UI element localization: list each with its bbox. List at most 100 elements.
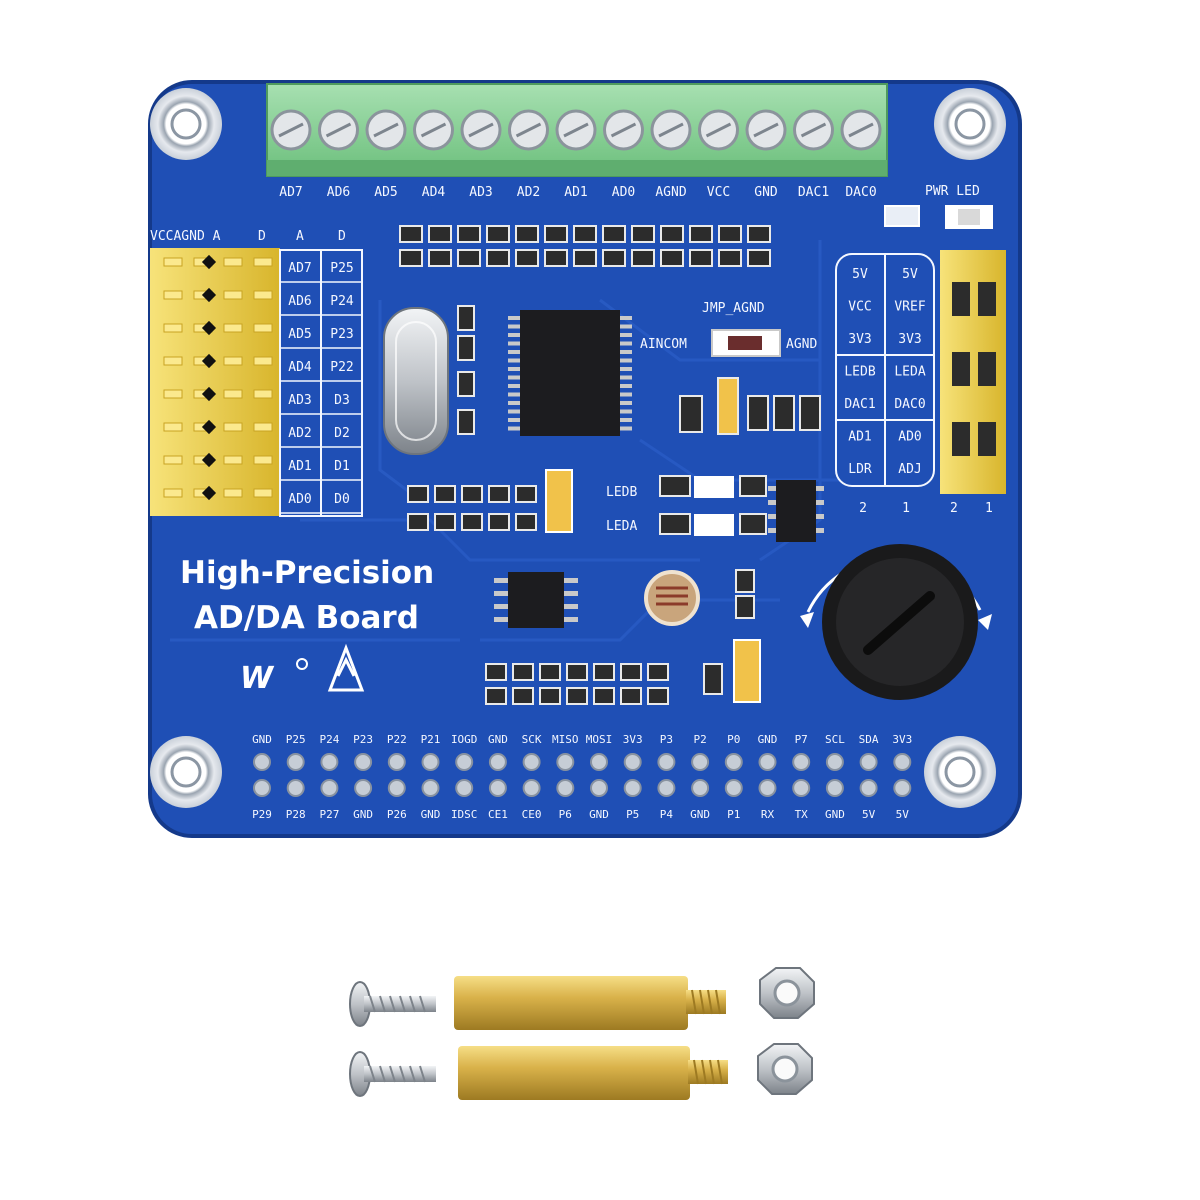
jmp-agnd: JMP_AGND AINCOM AGND: [640, 301, 817, 357]
gpio-bottom-label: P27: [319, 808, 339, 821]
terminal-label: AD4: [422, 185, 446, 200]
board-title: High-Precision AD/DA Board W: [180, 555, 434, 696]
smd-components-left: [457, 305, 475, 435]
left-label-d: D3: [334, 393, 350, 408]
gpio-bottom-label: P5: [626, 808, 639, 821]
terminal-label: VCC: [707, 185, 730, 200]
right-jumper-col-1: 1: [985, 501, 993, 516]
resistor-row-mid: [407, 485, 537, 531]
left-label-a: AD4: [288, 360, 312, 375]
gpio-bottom-label: RX: [761, 808, 775, 821]
gpio-bottom-label: P1: [727, 808, 740, 821]
terminal-label: AD3: [469, 185, 492, 200]
tantalum-cap: [545, 469, 573, 533]
terminal-label: GND: [754, 185, 778, 200]
left-label-d: D0: [334, 492, 350, 507]
accessories: [349, 967, 815, 1100]
gpio-bottom-label: GND: [825, 808, 845, 821]
left-header-col-2: A: [296, 229, 304, 244]
gpio-bottom-label: P6: [559, 808, 572, 821]
right-table-cell: LEDB: [844, 365, 875, 380]
gpio-bottom-label: P28: [286, 808, 306, 821]
gpio-top-label: P2: [693, 733, 706, 746]
gpio-bottom-label: CE1: [488, 808, 508, 821]
right-jumper-col-2: 2: [950, 501, 958, 516]
right-table-cell: AD0: [898, 430, 921, 445]
gpio-bottom-label: GND: [589, 808, 609, 821]
right-table-cell: 5V: [902, 267, 918, 282]
left-label-d: P23: [330, 327, 353, 342]
opamp-chip: [494, 572, 578, 628]
gpio-bottom-label: P4: [660, 808, 674, 821]
gpio-top-label: P25: [286, 733, 306, 746]
gpio-bottom-label: 5V: [862, 808, 876, 821]
left-label-d: P22: [330, 360, 353, 375]
screw-2: [349, 1051, 436, 1097]
potentiometer: [800, 544, 992, 700]
aincom-label: AINCOM: [640, 337, 687, 352]
raspberry-logo-icon: [327, 643, 365, 692]
gpio-top-label: SCK: [522, 733, 542, 746]
right-jumpers: 2 1: [940, 250, 1006, 516]
nut-2: [757, 1043, 813, 1095]
dac-chip: [768, 480, 824, 542]
gpio-bottom-label: IDSC: [451, 808, 478, 821]
right-table-cell: DAC0: [894, 397, 925, 412]
resistor-row-top: [399, 225, 771, 267]
gpio-top-label: P0: [727, 733, 740, 746]
terminal-label: AGND: [655, 185, 686, 200]
right-table-cell: DAC1: [844, 397, 875, 412]
gpio-top-label: P22: [387, 733, 407, 746]
left-label-a: AD6: [288, 294, 311, 309]
agnd-label: AGND: [786, 337, 817, 352]
pcb-board: [148, 80, 1022, 838]
screw-1: [349, 981, 436, 1027]
jmp-agnd-label: JMP_AGND: [702, 301, 765, 316]
right-table-col: 1: [902, 501, 910, 516]
gpio-top-label: MOSI: [586, 733, 613, 746]
pwr-led-label: PWR LED: [925, 184, 980, 199]
gpio-top-label: P3: [660, 733, 673, 746]
right-table-cell: ADJ: [898, 462, 921, 477]
board-title-line1: High-Precision: [180, 555, 434, 591]
gpio-bottom-label: P26: [387, 808, 407, 821]
smd-components-mid: [679, 377, 821, 435]
left-label-a: AD0: [288, 492, 311, 507]
terminal-label: AD5: [374, 185, 397, 200]
nut-1: [759, 967, 815, 1019]
left-label-a: AD2: [288, 426, 311, 441]
right-table-cell: VREF: [894, 300, 925, 315]
left-header-top-label: VCCAGND A: [150, 229, 221, 244]
gpio-top-label: SDA: [859, 733, 879, 746]
pwr-led: PWR LED: [884, 184, 993, 229]
left-header-col-1: D: [258, 229, 266, 244]
gpio-top-label: IOGD: [451, 733, 478, 746]
right-table-cell: VCC: [848, 300, 871, 315]
standoff-1: [454, 976, 726, 1030]
adc-chip: [508, 310, 632, 436]
gpio-bottom-label: GND: [353, 808, 373, 821]
gpio-bottom-label: GND: [690, 808, 710, 821]
gpio-top-label: P21: [421, 733, 441, 746]
left-label-a: AD7: [288, 261, 311, 276]
right-table-cell: LEDA: [894, 365, 925, 380]
gpio-top-label: P7: [795, 733, 808, 746]
ldr-sensor: [644, 569, 755, 626]
gpio-top-label: MISO: [552, 733, 579, 746]
gpio-bottom-label: TX: [795, 808, 809, 821]
terminal-label: AD0: [612, 185, 635, 200]
gpio-top-label: P24: [319, 733, 339, 746]
terminal-label: AD2: [517, 185, 540, 200]
mounting-holes: [150, 88, 1006, 808]
left-label-d: P24: [330, 294, 354, 309]
right-table-cell: 3V3: [898, 332, 921, 347]
brand-logo-text: W: [240, 661, 275, 696]
terminal-block: [266, 83, 888, 177]
gpio-top-label: 3V3: [623, 733, 643, 746]
gpio-top-label: GND: [488, 733, 508, 746]
gpio-top-label: GND: [758, 733, 778, 746]
